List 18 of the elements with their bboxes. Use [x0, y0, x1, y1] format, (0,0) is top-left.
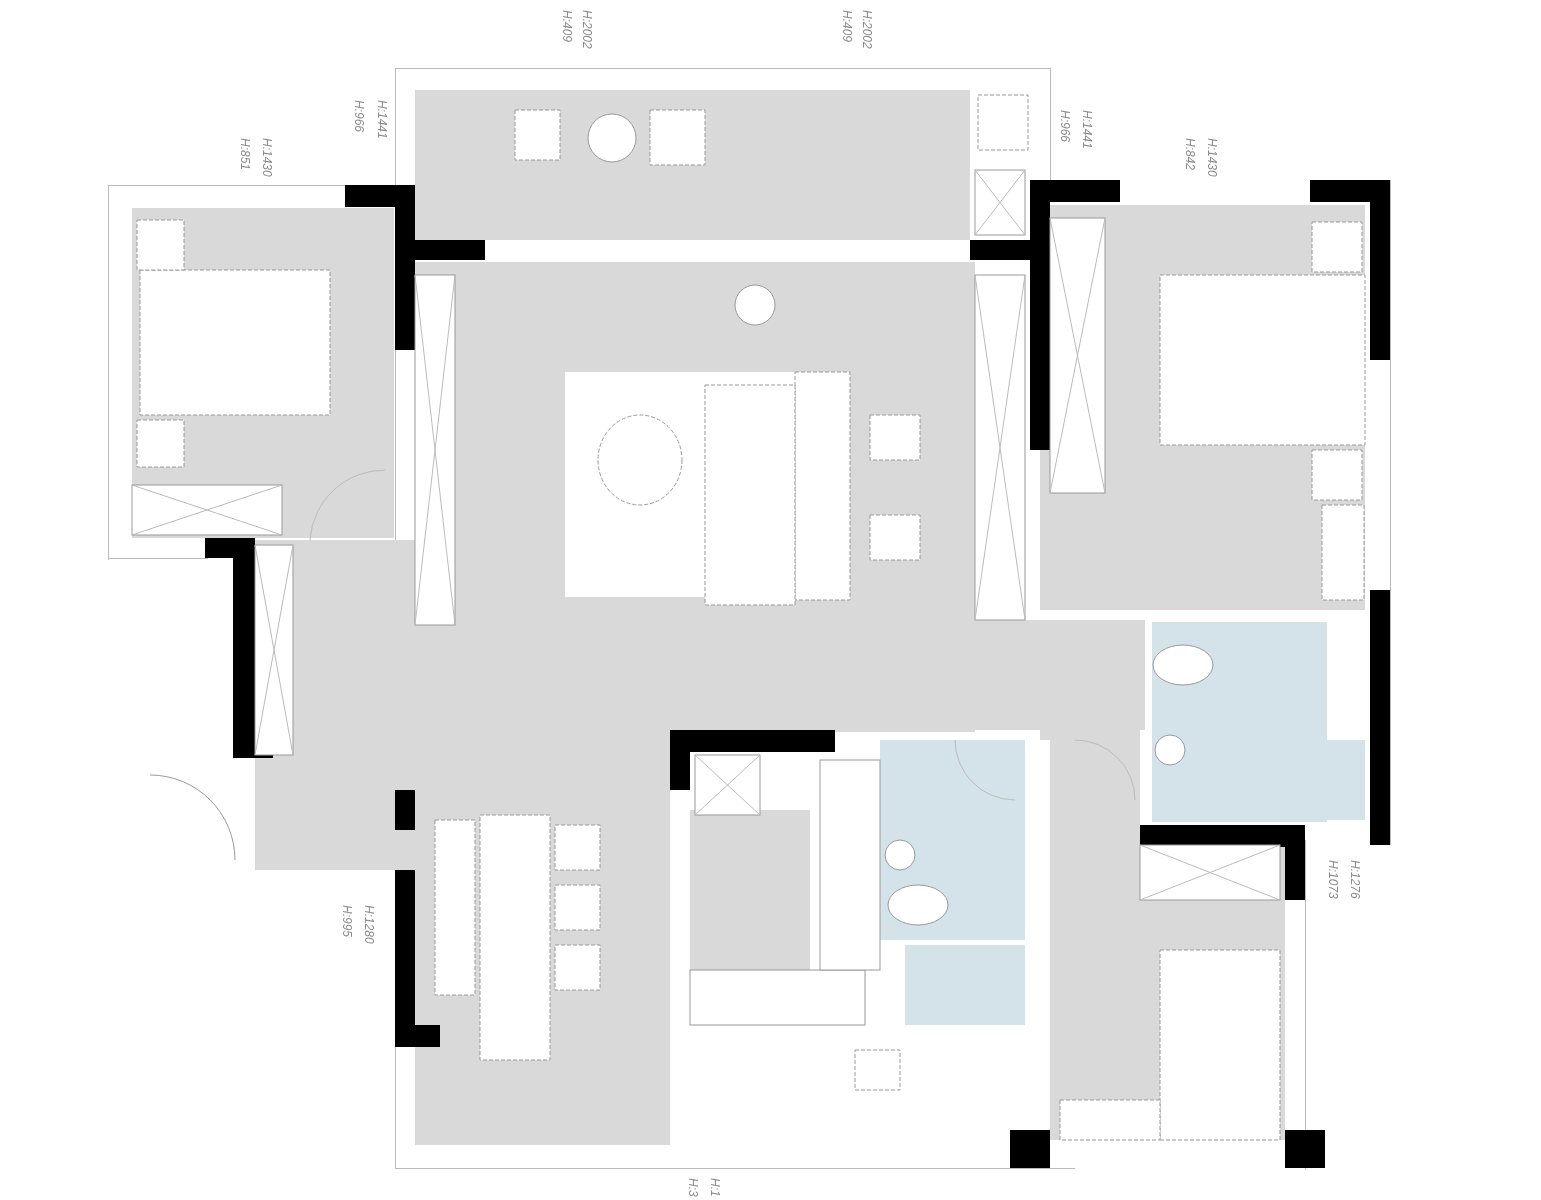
window-height-label: H:1441	[1080, 110, 1094, 149]
window-height-label: H:851	[238, 138, 252, 171]
window-height-label: H:966	[352, 100, 366, 133]
window-height-label: H:3	[686, 1178, 700, 1197]
window-height-label: H:1441	[375, 100, 389, 139]
window-height-label: H:1073	[1326, 860, 1340, 899]
window-height-label: H:2002	[580, 10, 594, 49]
window-height-label: H:1	[708, 1178, 722, 1197]
window-height-label: H:842	[1183, 138, 1197, 171]
window-height-label: H:2002	[860, 10, 874, 49]
window-height-label: H:1430	[260, 138, 274, 177]
window-height-label: H:1280	[362, 905, 376, 944]
window-height-label: H:995	[340, 905, 354, 938]
window-height-label: H:409	[560, 10, 574, 43]
window-height-label: H:409	[840, 10, 854, 43]
window-height-label: H:1430	[1205, 138, 1219, 177]
window-height-label: H:966	[1058, 110, 1072, 143]
window-height-label: H:1276	[1348, 860, 1362, 899]
